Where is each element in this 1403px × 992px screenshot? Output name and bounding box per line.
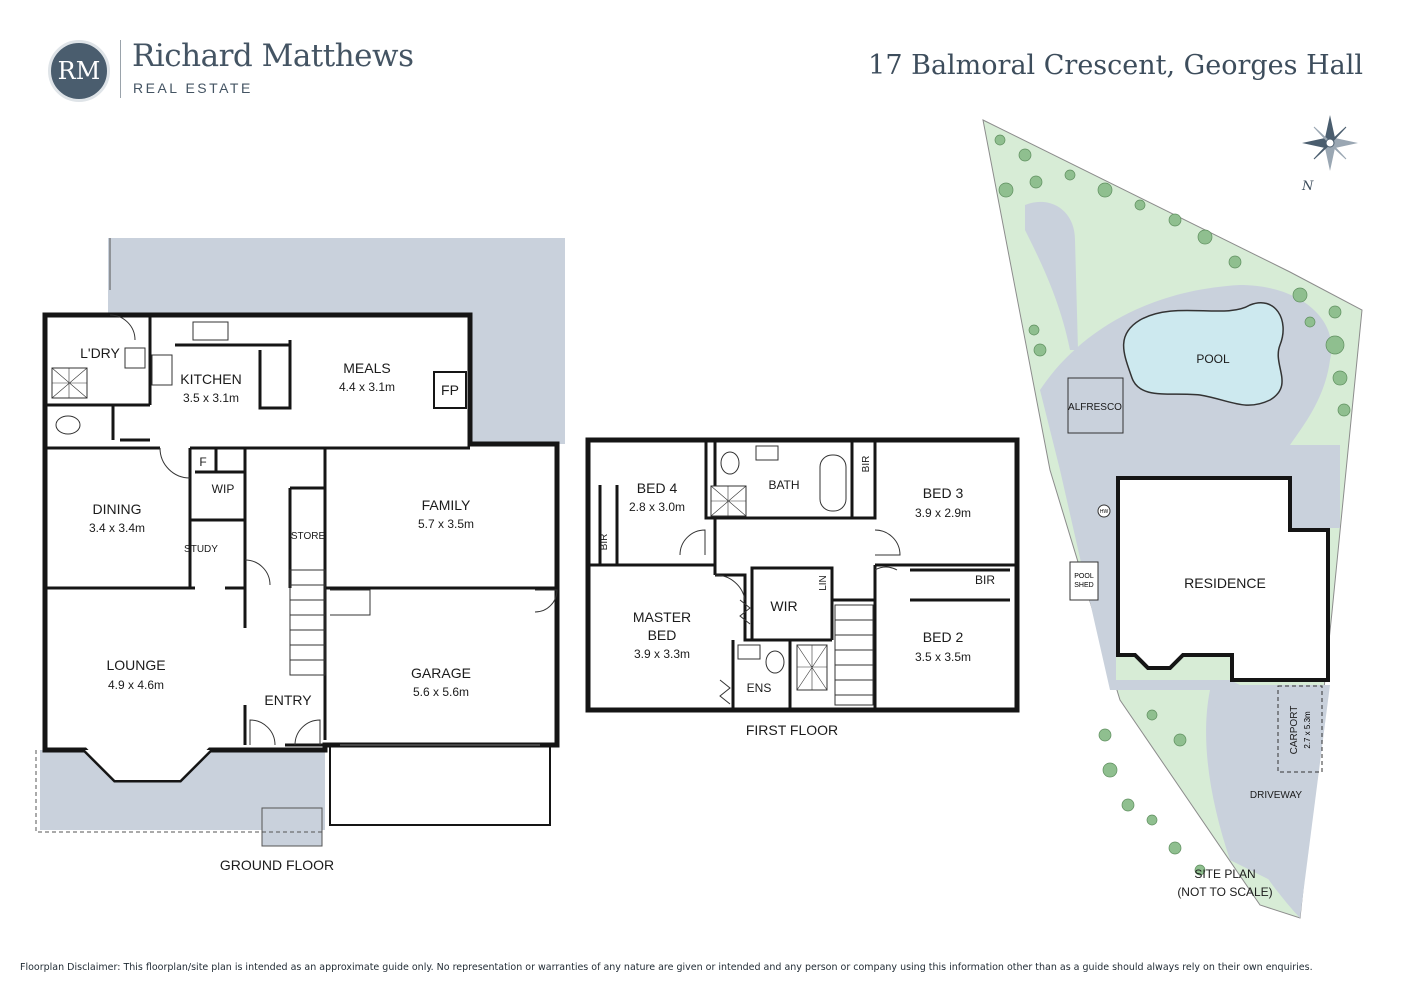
room-ens: ENS (747, 681, 772, 695)
hw-unit (1097, 504, 1111, 518)
room-master-size: 3.9 x 3.3m (634, 647, 690, 661)
ground-stairs (289, 569, 371, 676)
rear-deck (108, 238, 565, 444)
first-floor-plan: BED 4 2.8 x 3.0m BIR BATH BIR BED 3 3.9 … (585, 437, 1020, 738)
pool-shed-label-1: POOL (1074, 573, 1094, 580)
room-laundry: L'DRY (80, 345, 120, 361)
room-bir-bed4: BIR (599, 534, 610, 551)
site-plan-subtitle: (NOT TO SCALE) (1177, 885, 1272, 899)
room-garage: GARAGE (411, 665, 471, 681)
room-dining: DINING (93, 501, 142, 517)
driveway-label: DRIVEWAY (1250, 790, 1303, 801)
room-kitchen: KITCHEN (180, 371, 241, 387)
room-store: STORE (291, 531, 326, 542)
site-path (1025, 201, 1078, 350)
driveway-area (1215, 685, 1330, 918)
room-study: STUDY (184, 544, 218, 555)
room-lounge: LOUNGE (106, 657, 165, 673)
carport-size: 2.7 x 5.3m (1303, 711, 1312, 749)
disclaimer-text: Floorplan Disclaimer: This floorplan/sit… (20, 962, 1313, 973)
brand-logo: RM Richard Matthews REAL ESTATE (48, 38, 414, 110)
site-plan: POOL ALFRESCO RESIDENCE HW POOL SHED CAR… (982, 119, 1363, 919)
ground-floor-plan: L'DRY KITCHEN 3.5 x 3.1m MEALS 4.4 x 3.1… (35, 238, 565, 873)
room-dining-size: 3.4 x 3.4m (89, 521, 145, 535)
room-meals: MEALS (343, 360, 390, 376)
room-bed2-size: 3.5 x 3.5m (915, 650, 971, 664)
room-bed2: BED 2 (923, 629, 964, 645)
room-bed3-size: 3.9 x 2.9m (915, 506, 971, 520)
pool-shed (1069, 561, 1099, 601)
room-master: MASTER (633, 609, 691, 625)
room-master-2: BED (648, 627, 677, 643)
pool-shed-label-2: SHED (1074, 582, 1093, 589)
logo-divider (120, 40, 121, 98)
residence-outline (1116, 476, 1330, 682)
first-outer-wall (585, 437, 1020, 713)
first-floor-title: FIRST FLOOR (746, 722, 838, 738)
room-bed4: BED 4 (637, 480, 678, 496)
carport-label: CARPORT (1289, 706, 1300, 755)
alfresco-area (1067, 377, 1124, 434)
room-garage-size: 5.6 x 5.6m (413, 685, 469, 699)
room-lin: LIN (818, 575, 829, 591)
room-bath: BATH (768, 478, 799, 492)
hw-label: HW (1100, 509, 1109, 515)
brand-subtitle: REAL ESTATE (133, 80, 253, 96)
room-fridge: F (199, 455, 206, 469)
first-stairs (834, 604, 874, 706)
front-step (261, 807, 323, 847)
room-wir: WIR (770, 598, 797, 614)
pool-label: POOL (1196, 352, 1230, 366)
room-fireplace: FP (441, 382, 459, 398)
room-family: FAMILY (422, 497, 471, 513)
room-wip: WIP (212, 482, 235, 496)
site-plan-title: SITE PLAN (1194, 867, 1255, 881)
garden-plants (994, 134, 1351, 876)
room-bir-bath: BIR (861, 456, 872, 473)
room-bed4-size: 2.8 x 3.0m (629, 500, 685, 514)
alfresco-label: ALFRESCO (1068, 402, 1122, 413)
room-entry: ENTRY (264, 692, 312, 708)
residence-label: RESIDENCE (1184, 575, 1266, 591)
room-lounge-size: 4.9 x 4.6m (108, 678, 164, 692)
room-meals-size: 4.4 x 3.1m (339, 380, 395, 394)
property-address: 17 Balmoral Crescent, Georges Hall (868, 50, 1363, 81)
compass-north-label: N (1301, 179, 1314, 194)
room-bed3: BED 3 (923, 485, 964, 501)
room-kitchen-size: 3.5 x 3.1m (183, 391, 239, 405)
compass-icon (1302, 115, 1358, 171)
brand-monogram: RM (48, 40, 110, 102)
room-family-size: 5.7 x 3.5m (418, 517, 474, 531)
room-bir-bed2: BIR (975, 573, 995, 587)
carport-area (1277, 685, 1323, 773)
ground-floor-title: GROUND FLOOR (220, 857, 334, 873)
brand-name: Richard Matthews (132, 38, 414, 74)
pool-shape (1122, 302, 1284, 406)
site-paving (1040, 285, 1340, 890)
